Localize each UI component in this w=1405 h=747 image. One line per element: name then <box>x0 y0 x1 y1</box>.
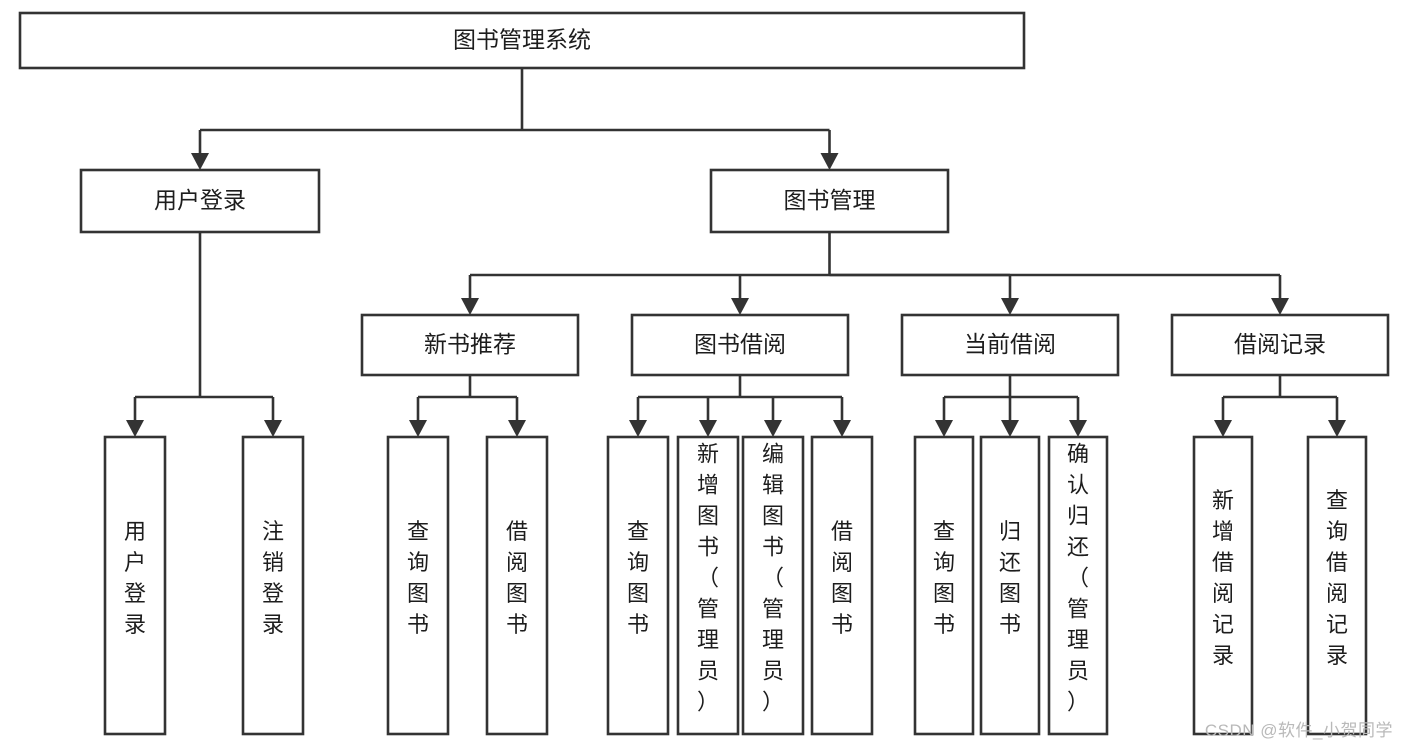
node-label: 编辑图书（管理员） <box>762 442 784 715</box>
node-label: 借阅图书 <box>506 519 528 637</box>
node-leaf-user-login[interactable]: 用户登录 <box>103 435 167 736</box>
node-box <box>709 168 950 234</box>
connector-group-book-manage <box>461 232 1019 315</box>
node-box <box>18 11 1026 70</box>
node-box <box>360 313 580 377</box>
arrowhead-icon <box>1328 420 1346 437</box>
node-box <box>900 313 1120 377</box>
node-label: 用户登录 <box>154 187 246 213</box>
node-leaf-query-book-1[interactable]: 查询图书 <box>386 435 450 736</box>
node-leaf-logout[interactable]: 注销登录 <box>241 435 305 736</box>
node-label: 查询图书 <box>627 519 649 637</box>
arrowhead-icon <box>191 153 209 170</box>
node-leaf-query-book-3[interactable]: 查询图书 <box>913 435 975 736</box>
connector-group-borrow-record <box>829 273 1289 315</box>
node-box <box>241 435 305 736</box>
node-current-borrow[interactable]: 当前借阅 <box>900 313 1120 377</box>
arrowhead-icon <box>409 420 427 437</box>
watermark-text: CSDN @软件_小贺同学 <box>1204 721 1393 740</box>
node-borrow-record[interactable]: 借阅记录 <box>1170 313 1390 377</box>
node-box <box>1306 435 1368 736</box>
node-leaf-query-book-2[interactable]: 查询图书 <box>606 435 670 736</box>
node-label: 图书管理 <box>784 187 876 213</box>
arrowhead-icon <box>1001 298 1019 315</box>
arrowhead-icon <box>833 420 851 437</box>
node-box <box>630 313 850 377</box>
arrowhead-icon <box>508 420 526 437</box>
node-label: 查询图书 <box>407 519 429 637</box>
arrowhead-icon <box>1271 298 1289 315</box>
node-leaf-edit-book[interactable]: 编辑图书（管理员） <box>741 435 805 736</box>
node-label: 用户登录 <box>124 519 146 637</box>
arrowhead-icon <box>935 420 953 437</box>
connector-layer <box>126 68 1346 437</box>
node-label: 注销登录 <box>262 519 284 637</box>
node-label: 新增借阅记录 <box>1212 488 1234 668</box>
node-leaf-borrow-book-2[interactable]: 借阅图书 <box>810 435 874 736</box>
node-label: 查询图书 <box>933 519 955 637</box>
arrowhead-icon <box>264 420 282 437</box>
node-leaf-add-book[interactable]: 新增图书（管理员） <box>676 435 740 736</box>
node-label: 图书管理系统 <box>453 27 591 53</box>
node-box <box>741 435 805 736</box>
node-leaf-confirm-return[interactable]: 确认归还（管理员） <box>1047 435 1109 736</box>
node-book-manage[interactable]: 图书管理 <box>709 168 950 234</box>
arrowhead-icon <box>1214 420 1232 437</box>
arrowhead-icon <box>764 420 782 437</box>
arrowhead-icon <box>461 298 479 315</box>
node-new-book-rec[interactable]: 新书推荐 <box>360 313 580 377</box>
node-user-login[interactable]: 用户登录 <box>79 168 321 234</box>
node-label: 确认归还（管理员） <box>1067 442 1089 715</box>
connector-group-current-borrow <box>935 375 1087 437</box>
node-label: 图书借阅 <box>694 331 786 357</box>
node-root[interactable]: 图书管理系统 <box>18 11 1026 70</box>
node-box <box>1047 435 1109 736</box>
connector-group-root <box>191 68 839 170</box>
arrowhead-icon <box>1001 420 1019 437</box>
node-label: 借阅图书 <box>831 519 853 637</box>
arrowhead-icon <box>629 420 647 437</box>
connector-group-borrow-record <box>1214 375 1346 437</box>
node-leaf-query-record[interactable]: 查询借阅记录 <box>1306 435 1368 736</box>
arrowhead-icon <box>699 420 717 437</box>
connector-group-new-book-rec <box>409 375 526 437</box>
node-label: 当前借阅 <box>964 331 1056 357</box>
node-box <box>676 435 740 736</box>
node-label: 借阅记录 <box>1234 331 1326 357</box>
node-leaf-borrow-book-1[interactable]: 借阅图书 <box>485 435 549 736</box>
node-box <box>386 435 450 736</box>
node-box <box>103 435 167 736</box>
node-label: 新书推荐 <box>424 331 516 357</box>
node-box <box>485 435 549 736</box>
node-box <box>606 435 670 736</box>
node-label: 归还图书 <box>999 519 1021 637</box>
node-label: 新增图书（管理员） <box>697 442 719 715</box>
node-label: 查询借阅记录 <box>1326 488 1348 668</box>
node-box <box>1170 313 1390 377</box>
arrowhead-icon <box>820 153 839 170</box>
connector-group-user-login <box>126 232 282 437</box>
node-leaf-add-record[interactable]: 新增借阅记录 <box>1192 435 1254 736</box>
node-box <box>913 435 975 736</box>
node-book-borrow[interactable]: 图书借阅 <box>630 313 850 377</box>
node-layer: 图书管理系统用户登录图书管理新书推荐图书借阅当前借阅借阅记录用户登录注销登录查询… <box>18 11 1390 736</box>
node-box <box>1192 435 1254 736</box>
arrowhead-icon <box>126 420 144 437</box>
arrowhead-icon <box>1069 420 1087 437</box>
arrowhead-icon <box>731 298 749 315</box>
connector-group-book-borrow <box>629 375 851 437</box>
node-leaf-return-book[interactable]: 归还图书 <box>979 435 1041 736</box>
node-box <box>979 435 1041 736</box>
node-box <box>810 435 874 736</box>
node-box <box>79 168 321 234</box>
